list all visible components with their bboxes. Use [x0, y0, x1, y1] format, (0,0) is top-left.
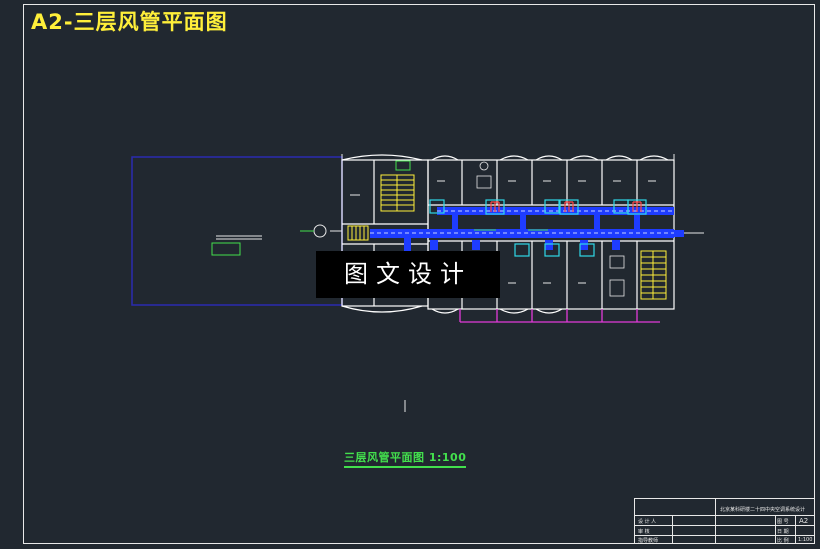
fan-coil-units — [429, 199, 647, 257]
title-block: 北京某科研楼二十四中央空调系统设计 设 计 人 审 核 指导教师 图 号 A2 … — [634, 498, 815, 544]
drawing-frame — [23, 4, 815, 544]
fan-inlet — [300, 224, 342, 238]
sheet-no-label: 图 号 — [777, 519, 789, 525]
equipment-label — [216, 235, 262, 240]
scale-value: 1:100 — [798, 537, 813, 543]
project-name: 北京某科研楼二十四中央空调系统设计 — [720, 507, 806, 513]
duct-branches — [430, 240, 620, 250]
stair-core-3 — [347, 225, 369, 241]
equipment-tag — [211, 242, 241, 256]
duct-centerline — [370, 210, 674, 234]
date-label: 日 期 — [777, 529, 789, 535]
reviewer-label: 审 核 — [638, 529, 650, 535]
stair-core-1 — [380, 174, 415, 212]
stair-core-2 — [640, 250, 667, 300]
toilet-fixtures — [476, 161, 625, 297]
main-duct — [370, 207, 684, 252]
scale-caption: 三层风管平面图 1:100 — [344, 449, 467, 468]
watermark: 图文设计 — [316, 251, 500, 298]
scale-label: 比 例 — [777, 538, 789, 544]
condensate-pipe — [459, 309, 660, 323]
shaft-green — [395, 160, 411, 171]
drawing-title: A2-三层风管平面图 — [31, 10, 228, 34]
axis-marks — [341, 154, 675, 412]
sheet-no: A2 — [799, 517, 809, 525]
designer-label: 设 计 人 — [638, 519, 657, 525]
instructor-label: 指导教师 — [638, 538, 659, 544]
